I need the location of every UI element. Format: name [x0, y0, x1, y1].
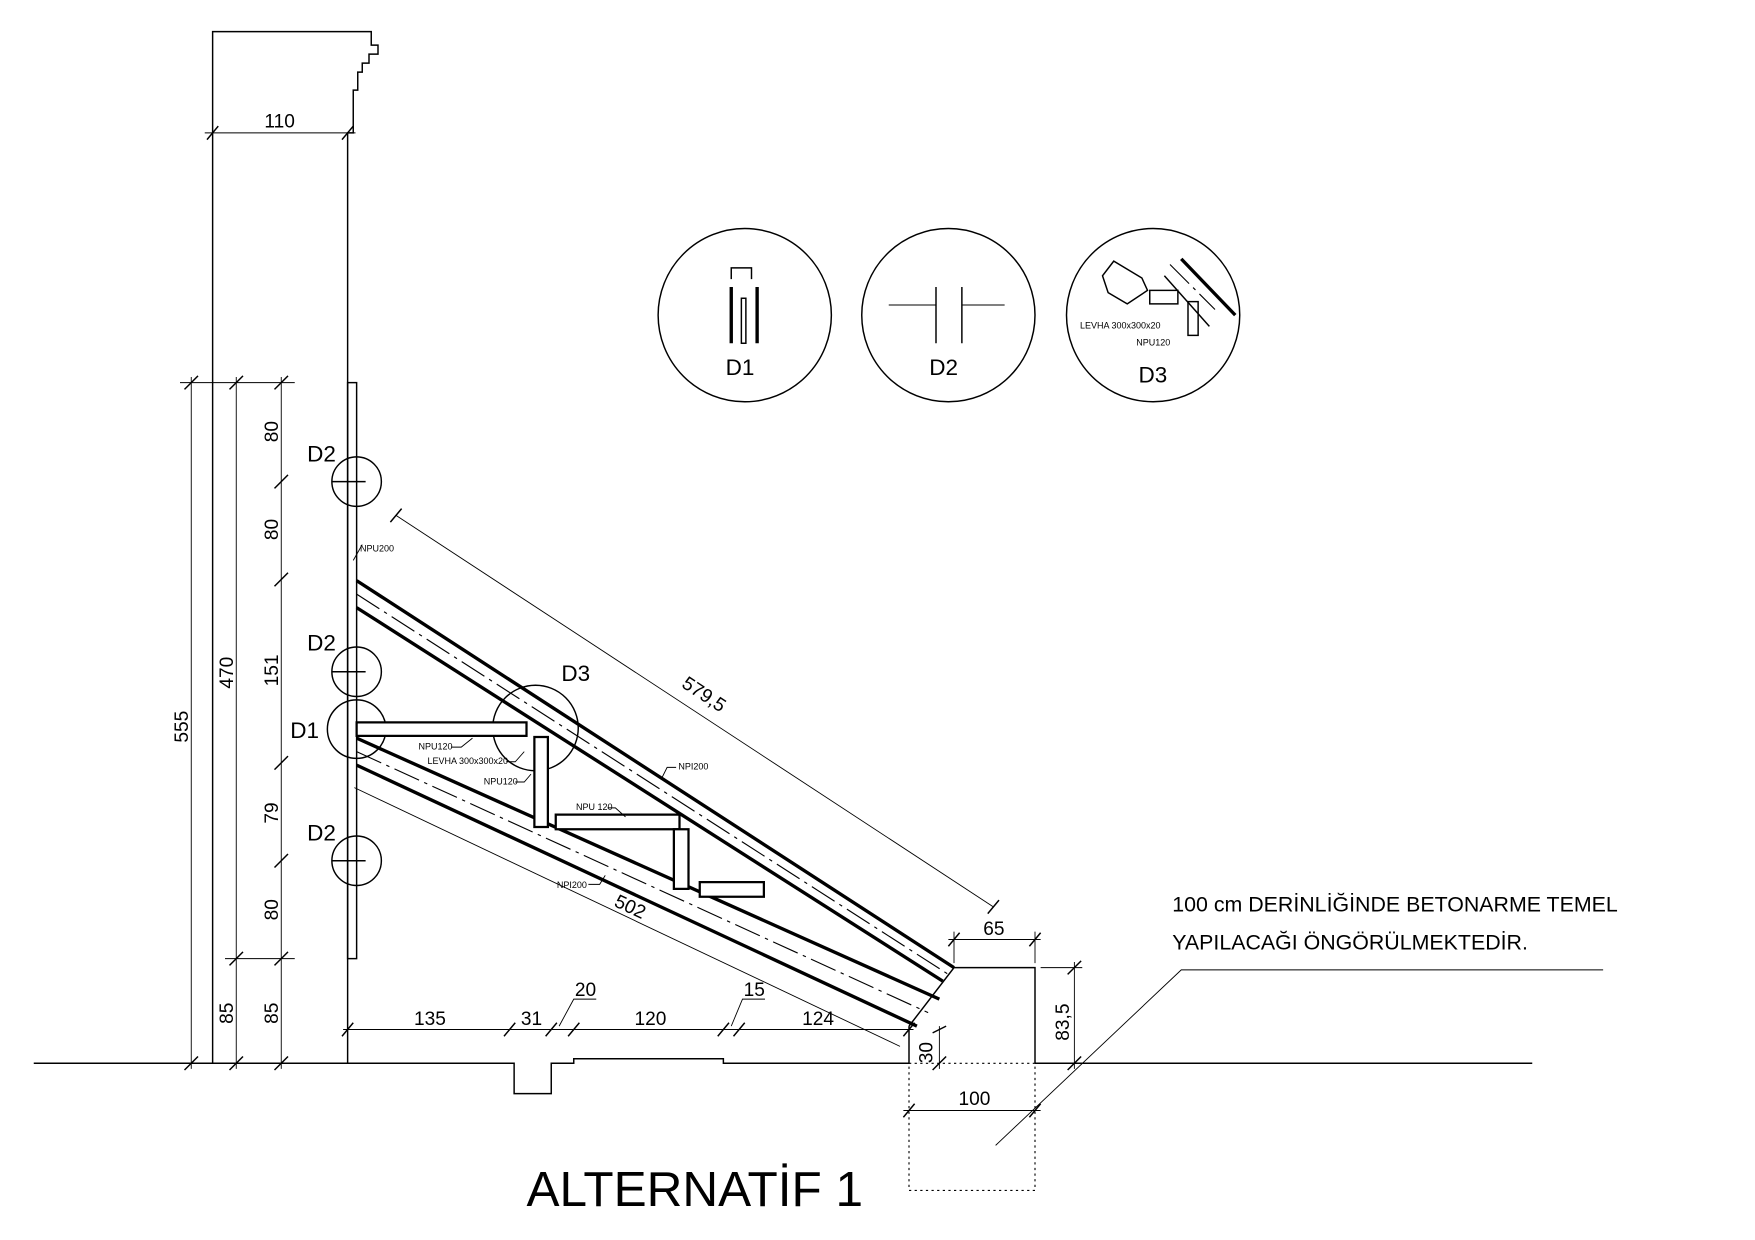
dim-wall-width: 110	[204, 111, 356, 141]
marker-d3: D3	[561, 661, 590, 686]
dim-label: 135	[414, 1009, 446, 1030]
dim-label: 555	[172, 711, 193, 743]
dim-label: 31	[521, 1009, 542, 1030]
label: NPI200	[678, 762, 708, 772]
detail-d3: LEVHA 300x300x20 NPU120 D3	[1065, 227, 1241, 403]
lower-rafter	[355, 736, 941, 1028]
dim-label: 80	[262, 519, 283, 540]
note-line: YAPILACAĞI ÖNGÖRÜLMEKTEDİR.	[1172, 930, 1528, 955]
dim-label: 20	[575, 980, 596, 1001]
dim-label: 80	[262, 899, 283, 920]
dim-label: 15	[744, 980, 765, 1001]
dim-label: 579,5	[678, 673, 729, 717]
foundation-note: 100 cm DERİNLİĞİNDE BETONARME TEMEL YAPI…	[995, 891, 1618, 1146]
vertical-dimensions: 555 470 85 80 80 151 79 80 85	[172, 375, 295, 1071]
note-line: 100 cm DERİNLİĞİNDE BETONARME TEMEL	[1172, 891, 1618, 916]
wall	[211, 30, 379, 1064]
dim-label: 470	[217, 657, 238, 689]
detail-title: D1	[726, 355, 755, 380]
marker-d1: D1	[290, 718, 319, 743]
dim-label: 80	[262, 421, 283, 442]
upper-rafter	[355, 579, 955, 983]
struts	[355, 721, 765, 898]
ground-line	[33, 1026, 910, 1095]
dim-label: 124	[802, 1009, 834, 1030]
concrete-block	[908, 966, 1036, 1191]
detail-label: LEVHA 300x300x20	[1080, 321, 1161, 331]
block-dimensions: 65 30 100 83,5	[902, 919, 1083, 1118]
dim-label: 65	[983, 919, 1004, 940]
label: LEVHA 300x300x20	[428, 756, 509, 766]
label: NPU200	[360, 543, 394, 553]
dim-label: 151	[262, 654, 283, 686]
dim-upper-rafter: 579,5	[389, 508, 1000, 915]
dim-label: 30	[917, 1042, 938, 1063]
marker-d2: D2	[307, 441, 336, 466]
detail-title: D3	[1139, 363, 1168, 388]
detail-label: NPU120	[1136, 338, 1170, 348]
dim-label: 83,5	[1053, 1004, 1074, 1041]
horizontal-dimensions: 135 31 20 120 15 124	[341, 980, 916, 1037]
drawing-title: ALTERNATİF 1	[527, 1162, 863, 1217]
label: NPU120	[484, 776, 518, 786]
detail-d1: D1	[657, 227, 833, 403]
detail-d2: D2	[861, 227, 1036, 403]
dim-label: 85	[217, 1003, 238, 1024]
label: NPU 120	[576, 802, 613, 812]
detail-title: D2	[929, 355, 958, 380]
label: NPI200	[557, 880, 587, 890]
dim-label: 502	[611, 891, 649, 924]
dim-label: 100	[959, 1089, 991, 1110]
dim-label: 110	[264, 111, 294, 132]
member-labels: NPU200 NPI200 NPI200 NPU120 LEVHA 300x30…	[352, 543, 708, 890]
dim-label: 120	[635, 1009, 667, 1030]
dim-label: 85	[262, 1003, 283, 1024]
label: NPU120	[419, 741, 453, 751]
dim-label: 79	[262, 802, 283, 823]
marker-d2: D2	[307, 630, 336, 655]
marker-d2: D2	[307, 821, 336, 846]
